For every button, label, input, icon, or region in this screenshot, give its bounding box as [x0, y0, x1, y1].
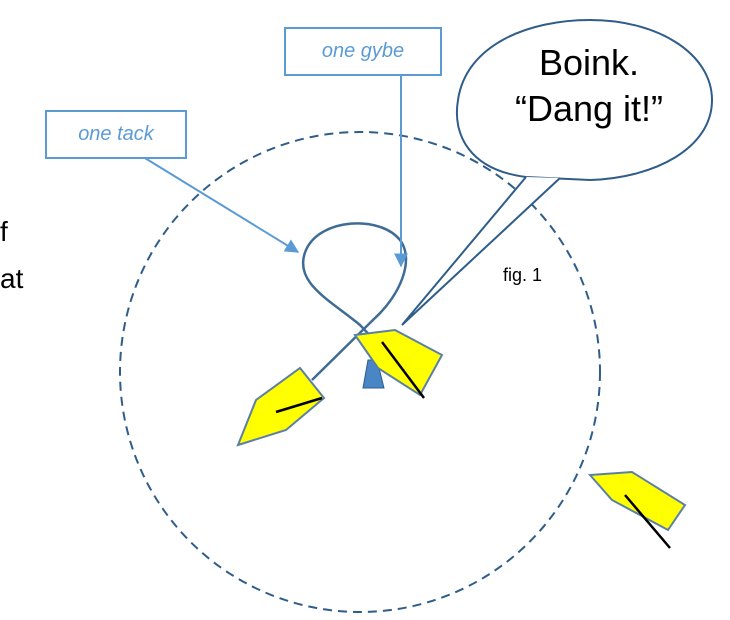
tack-pointer-arrow — [139, 154, 300, 253]
boat-lower-left — [236, 366, 326, 447]
one-gybe-label: one gybe — [284, 27, 442, 76]
boat-lower-right-hull — [587, 470, 687, 532]
side-text-line-2: at — [0, 263, 24, 294]
boat-center — [353, 328, 444, 399]
boat-track — [301, 222, 408, 381]
speech-line-2: “Dang it!” — [514, 88, 664, 129]
figure-label: fig. 1 — [503, 265, 543, 285]
boat-lower-left-hull — [236, 366, 326, 447]
speech-bubble-tail — [401, 176, 561, 326]
boat-lower-left-boom — [275, 396, 323, 414]
one-gybe-label-text: one gybe — [321, 40, 405, 62]
boat-lower-right — [587, 470, 687, 549]
speech-line-1: Boink. — [538, 42, 640, 83]
one-tack-label-text: one tack — [78, 123, 154, 145]
one-tack-label: one tack — [45, 110, 187, 159]
zone-circle — [119, 131, 601, 613]
speech-bubble-text: Boink. “Dang it!” — [478, 40, 700, 132]
boat-center-boom — [381, 341, 425, 399]
speech-bubble — [456, 18, 714, 182]
boat-lower-right-boom — [624, 494, 671, 549]
side-text-line-1: f — [0, 216, 8, 247]
